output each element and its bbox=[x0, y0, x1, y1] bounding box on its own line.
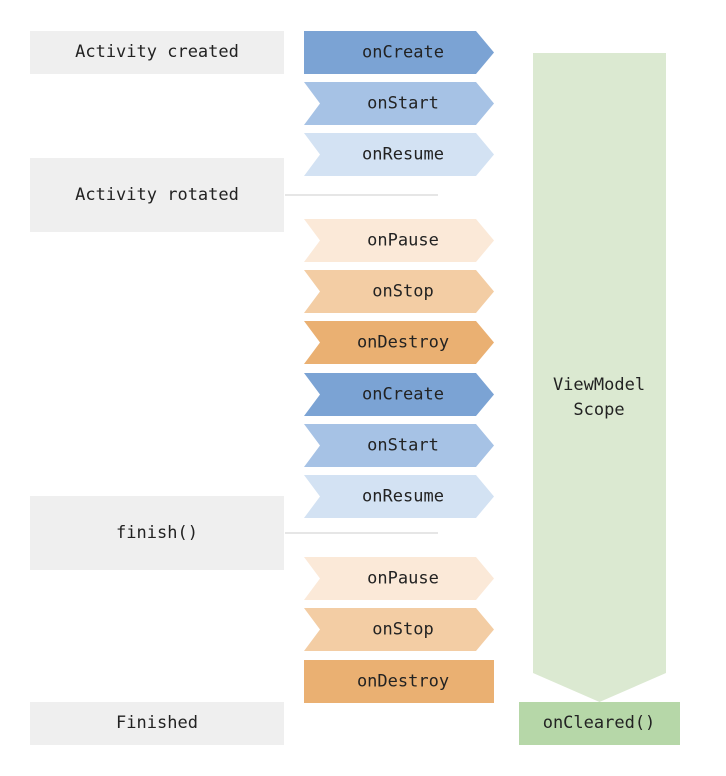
callback-chevron bbox=[304, 557, 494, 600]
viewmodel-scope-arrow bbox=[533, 53, 666, 702]
oncleared-label: onCleared() bbox=[543, 713, 656, 733]
viewmodel-scope-label-line2: Scope bbox=[573, 400, 624, 420]
viewmodel-scope-label-line1: ViewModel bbox=[553, 375, 645, 395]
event-activity-created: Activity created bbox=[30, 31, 284, 74]
viewmodel-scope: ViewModel Scope bbox=[533, 53, 666, 702]
callback-onpause: onPause bbox=[304, 557, 494, 600]
event-box bbox=[30, 31, 284, 74]
event-box bbox=[30, 702, 284, 745]
callback-chevron bbox=[304, 321, 494, 364]
callback-chevron bbox=[304, 31, 494, 74]
callback-label: onDestroy bbox=[357, 672, 449, 692]
lifecycle-callback-column: onCreate onStart onResume onPause onStop onDe… bbox=[304, 31, 494, 703]
callback-chevron bbox=[304, 660, 494, 703]
callback-ondestroy: onDestroy bbox=[304, 660, 494, 703]
event-label: Activity rotated bbox=[75, 185, 239, 205]
callback-label: onResume bbox=[362, 145, 444, 165]
callback-chevron bbox=[304, 219, 494, 262]
event-activity-rotated: Activity rotated bbox=[30, 158, 284, 232]
callback-chevron bbox=[304, 133, 494, 176]
oncleared-box bbox=[519, 702, 680, 745]
callback-onstart: onStart bbox=[304, 424, 494, 467]
event-box bbox=[30, 496, 284, 570]
callback-label: onStop bbox=[372, 282, 433, 302]
callback-oncreate: onCreate bbox=[304, 31, 494, 74]
callback-label: onStart bbox=[367, 436, 439, 456]
callback-onstart: onStart bbox=[304, 82, 494, 125]
callback-chevron bbox=[304, 373, 494, 416]
callback-label: onPause bbox=[367, 231, 439, 251]
callback-label: onStop bbox=[372, 620, 433, 640]
callback-onresume: onResume bbox=[304, 133, 494, 176]
callback-ondestroy: onDestroy bbox=[304, 321, 494, 364]
callback-onpause: onPause bbox=[304, 219, 494, 262]
callback-label: onDestroy bbox=[357, 333, 449, 353]
callback-chevron bbox=[304, 475, 494, 518]
callback-label: onPause bbox=[367, 569, 439, 589]
callback-label: onCreate bbox=[362, 385, 444, 405]
callback-onstop: onStop bbox=[304, 608, 494, 651]
callback-label: onStart bbox=[367, 94, 439, 114]
callback-chevron bbox=[304, 270, 494, 313]
event-label: Finished bbox=[116, 713, 198, 733]
callback-chevron bbox=[304, 424, 494, 467]
callback-chevron bbox=[304, 82, 494, 125]
callback-label: onCreate bbox=[362, 43, 444, 63]
callback-oncreate: onCreate bbox=[304, 373, 494, 416]
callback-label: onResume bbox=[362, 487, 444, 507]
oncleared: onCleared() bbox=[519, 702, 680, 745]
event-label: finish() bbox=[116, 523, 198, 543]
event-finish-call: finish() bbox=[30, 496, 284, 570]
event-label: Activity created bbox=[75, 42, 239, 62]
callback-chevron bbox=[304, 608, 494, 651]
callback-onresume: onResume bbox=[304, 475, 494, 518]
event-box bbox=[30, 158, 284, 232]
event-finished: Finished bbox=[30, 702, 284, 745]
callback-onstop: onStop bbox=[304, 270, 494, 313]
